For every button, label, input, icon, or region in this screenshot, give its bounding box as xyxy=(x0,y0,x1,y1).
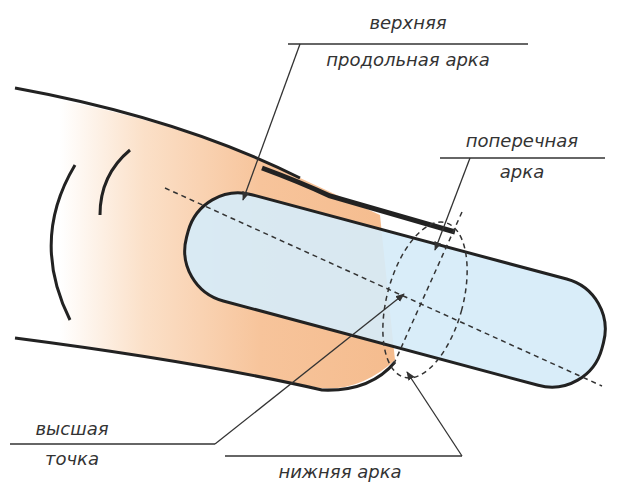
finger-outline-top xyxy=(15,88,300,178)
callout-label: точка xyxy=(45,449,99,469)
longitudinal-arch-line xyxy=(165,188,602,386)
nail-top-edge xyxy=(262,168,455,232)
callout-label: арка xyxy=(500,162,544,182)
finger-pad-line xyxy=(100,150,130,215)
label-rule xyxy=(440,157,605,158)
callout-label: высшая xyxy=(35,419,108,439)
callout-label: поперечная xyxy=(466,131,578,151)
leader-line xyxy=(407,372,462,456)
label-rule xyxy=(288,43,528,44)
transverse-arch-axis xyxy=(392,212,462,368)
label-rule xyxy=(10,443,215,444)
transverse-arch-line xyxy=(368,213,483,387)
leader-line xyxy=(243,44,300,200)
finger-pad-line xyxy=(51,165,75,320)
leader-line xyxy=(215,294,404,444)
label-rule xyxy=(225,455,462,456)
leader-line xyxy=(435,158,470,250)
callout-label: продольная арка xyxy=(326,50,490,70)
callout-label: верхняя xyxy=(369,13,446,33)
callout-label: нижняя арка xyxy=(278,462,401,482)
